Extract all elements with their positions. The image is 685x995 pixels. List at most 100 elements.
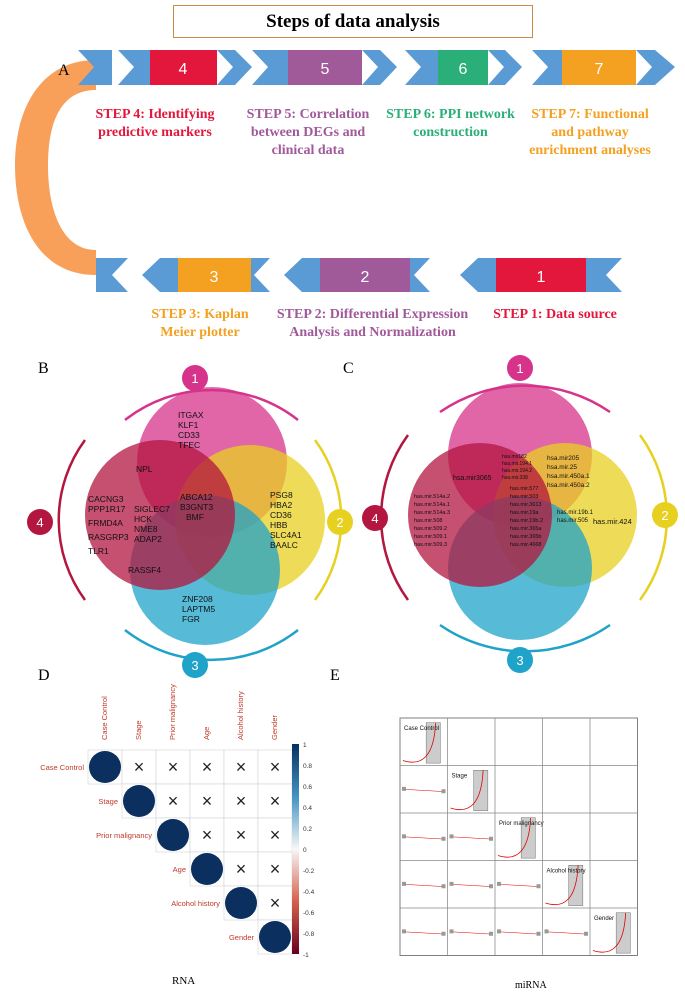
svg-text:hsa.mir.450a.2: hsa.mir.450a.2 bbox=[547, 482, 590, 489]
pairs-hist bbox=[615, 912, 631, 954]
corr-cell bbox=[223, 783, 259, 819]
pairs-point bbox=[536, 931, 541, 936]
pairs-point bbox=[441, 884, 446, 889]
svg-text:has.mir.365b: has.mir.365b bbox=[510, 534, 542, 540]
pairs-point bbox=[441, 836, 446, 841]
venn-b-badge4-label: 4 bbox=[36, 515, 43, 530]
svg-text:B3GNT3: B3GNT3 bbox=[180, 502, 213, 512]
bottom-arrows bbox=[96, 258, 622, 292]
corr-cross: × bbox=[168, 757, 179, 777]
corr-cell bbox=[155, 783, 191, 819]
svg-text:hsa.mir205: hsa.mir205 bbox=[547, 455, 580, 462]
pairs-fit-line bbox=[497, 931, 540, 935]
pairs-point bbox=[402, 786, 406, 791]
pairs-density bbox=[497, 817, 532, 858]
venn-c-badge4 bbox=[362, 505, 388, 531]
svg-text:hsa.mir.25: hsa.mir.25 bbox=[547, 464, 577, 471]
svg-text:hsa.mir3065: hsa.mir3065 bbox=[453, 475, 492, 482]
step7-box bbox=[562, 50, 636, 85]
corr-cross: × bbox=[270, 757, 281, 777]
svg-text:CD33: CD33 bbox=[178, 430, 200, 440]
corr-cross: × bbox=[134, 757, 145, 777]
svg-text:has.mir.514a.2: has.mir.514a.2 bbox=[414, 494, 450, 500]
pairs-point bbox=[536, 884, 541, 889]
corr-legend-tick: -0.4 bbox=[303, 889, 315, 896]
pairs-density bbox=[545, 865, 579, 905]
pairs-point bbox=[441, 789, 446, 794]
svg-text:hsa.mir182: hsa.mir182 bbox=[502, 454, 527, 460]
svg-text:SLC4A1: SLC4A1 bbox=[270, 530, 302, 540]
corr-diag-circle bbox=[157, 819, 189, 851]
step6-box bbox=[438, 50, 488, 85]
corr-col-label: Alcohol history bbox=[236, 691, 245, 740]
corr-cell bbox=[223, 851, 259, 887]
step4-box bbox=[150, 50, 217, 85]
corr-col-label: Stage bbox=[134, 720, 143, 740]
svg-text:FGR: FGR bbox=[182, 614, 200, 624]
pairs-fit-line bbox=[402, 931, 445, 935]
corr-cross: × bbox=[202, 757, 213, 777]
corr-row-label: Stage bbox=[98, 797, 118, 806]
panel-label-a: A bbox=[58, 62, 70, 79]
corr-cross: × bbox=[270, 859, 281, 879]
pairs-point bbox=[497, 881, 501, 886]
svg-text:ADAP2: ADAP2 bbox=[134, 534, 162, 544]
svg-text:has.mir.3613: has.mir.3613 bbox=[510, 502, 542, 508]
pairs-point bbox=[544, 929, 549, 934]
corr-cross: × bbox=[168, 791, 179, 811]
corr-legend-tick: 0.2 bbox=[303, 826, 312, 833]
svg-text:ITGAX: ITGAX bbox=[178, 410, 204, 420]
venn-c: 1 2 3 4 hsa.mir3065 hsa.mir182 hsa.mir.1… bbox=[362, 355, 678, 673]
corr-cross: × bbox=[270, 893, 281, 913]
top-arrows bbox=[78, 50, 675, 85]
svg-text:hsa.mir.338: hsa.mir.338 bbox=[502, 475, 528, 481]
step2-text: STEP 2: Differential Expression Analysis… bbox=[276, 307, 469, 340]
panel-label-e: E bbox=[330, 667, 340, 684]
step7-text: STEP 7: Functional and pathway enrichmen… bbox=[529, 107, 651, 158]
pairs-hist bbox=[425, 722, 441, 764]
page-title: Steps of data analysis bbox=[173, 5, 533, 38]
svg-text:RASSF4: RASSF4 bbox=[128, 565, 161, 575]
corr-legend-ticks: 10.80.60.40.20-0.2-0.4-0.6-0.8-1 bbox=[303, 742, 315, 959]
corr-cross: × bbox=[236, 757, 247, 777]
svg-text:has.mir.19a: has.mir.19a bbox=[510, 510, 539, 516]
corr-cell bbox=[257, 817, 293, 853]
corr-legend-tick: 0 bbox=[303, 847, 307, 854]
svg-text:ZNF208: ZNF208 bbox=[182, 594, 213, 604]
corr-col-label: Case Control bbox=[100, 696, 109, 740]
step3-box bbox=[178, 258, 251, 292]
step6-num: 6 bbox=[459, 61, 468, 78]
step4-text: STEP 4: Identifying predictive markers bbox=[95, 107, 215, 140]
svg-text:TLR1: TLR1 bbox=[88, 546, 109, 556]
pairs-fit-line bbox=[545, 931, 588, 935]
pairs-var-label: Gender bbox=[594, 916, 614, 922]
venn-c-badge1 bbox=[507, 355, 533, 381]
pairs-fit-line bbox=[402, 789, 445, 792]
svg-text:PPP1R17: PPP1R17 bbox=[88, 504, 126, 514]
panel-label-b: B bbox=[38, 360, 49, 377]
venn-b-set4 bbox=[85, 440, 235, 590]
svg-text:KLF1: KLF1 bbox=[178, 420, 199, 430]
pairs-point bbox=[449, 834, 454, 839]
svg-text:has.mir.4668: has.mir.4668 bbox=[510, 542, 542, 548]
step2-box bbox=[320, 258, 410, 292]
svg-text:TFEC: TFEC bbox=[178, 440, 200, 450]
venn-b-badge2-label: 2 bbox=[336, 515, 343, 530]
svg-text:3: 3 bbox=[516, 653, 523, 668]
corr-diag-circle bbox=[191, 853, 223, 885]
caption-mirna: miRNA bbox=[515, 980, 547, 991]
step6-text: STEP 6: PPI network construction bbox=[386, 107, 515, 140]
pairs-density bbox=[592, 912, 627, 953]
step4-num: 4 bbox=[179, 61, 188, 78]
corr-row-label: Case Control bbox=[40, 763, 84, 772]
corr-cross: × bbox=[270, 791, 281, 811]
svg-text:has.mir.509.1: has.mir.509.1 bbox=[414, 534, 447, 540]
pairs-point bbox=[584, 931, 588, 936]
pairs-fit-line bbox=[450, 884, 493, 887]
pairs-point bbox=[402, 881, 406, 886]
svg-text:has.mir.365a: has.mir.365a bbox=[510, 526, 542, 532]
pairs-fit-line bbox=[450, 931, 493, 935]
corr-row-label: Age bbox=[173, 865, 186, 874]
pairs-point bbox=[489, 931, 493, 936]
